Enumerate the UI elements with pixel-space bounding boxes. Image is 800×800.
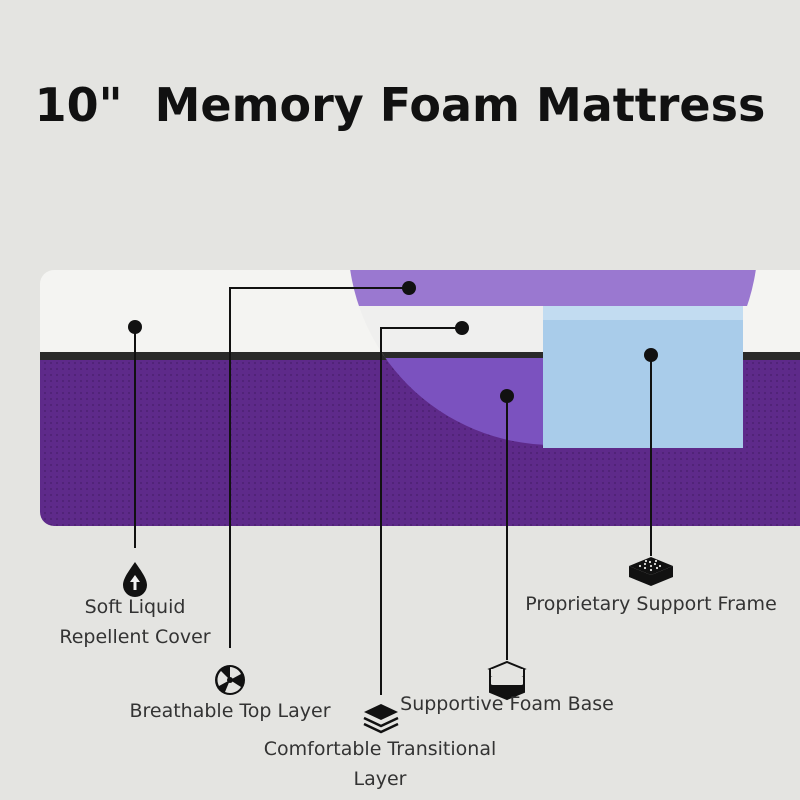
callout-label-foam-base: Supportive Foam Base xyxy=(400,693,614,715)
callout-dots xyxy=(128,281,658,403)
breathable-layer-slab xyxy=(348,270,758,306)
water-drop-icon xyxy=(123,562,147,597)
layers-stack-icon xyxy=(363,704,399,734)
foam-blocks-icon xyxy=(487,660,527,701)
support-frame-block xyxy=(543,306,743,448)
mattress-body xyxy=(40,270,800,526)
callout-label-cover: Soft Liquid Repellent Cover xyxy=(59,596,211,648)
support-grid-icon xyxy=(629,557,673,586)
callout-label-top-layer: Breathable Top Layer xyxy=(129,700,331,722)
callout-lines xyxy=(134,287,652,695)
callout-label-support-frame: Proprietary Support Frame xyxy=(525,593,777,615)
page-title: 10" Memory Foam Mattress xyxy=(34,78,766,132)
callout-label-transitional-layer: Comfortable Transitional Layer xyxy=(263,738,497,790)
airflow-fan-icon xyxy=(215,665,245,695)
